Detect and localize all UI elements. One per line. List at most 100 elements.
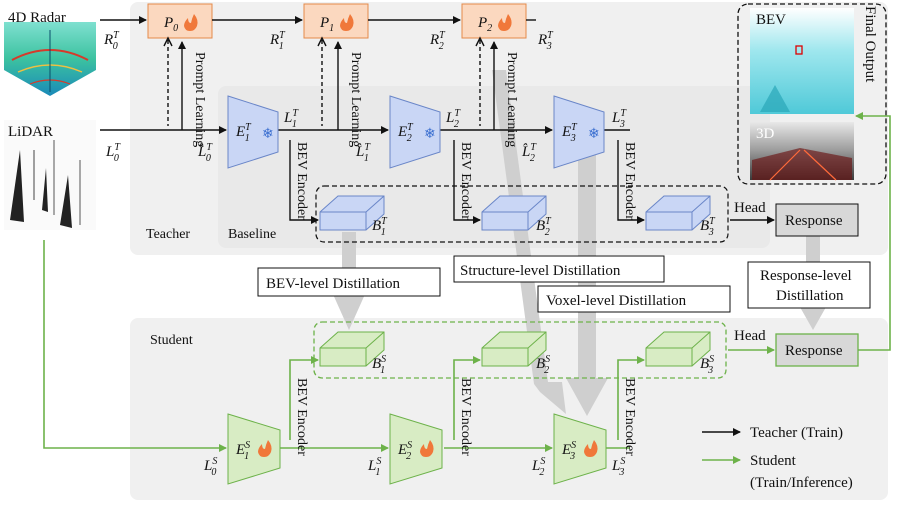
radar-label: 4D Radar (8, 10, 66, 26)
svg-text:L̂T1: L̂T1 (355, 142, 371, 164)
snowflake-icon: ❄ (424, 127, 436, 142)
structure-level-label: Structure-level Distillation (460, 263, 621, 279)
student-bev-encoder-labels: BEV Encoder BEV Encoder BEV Encoder (294, 378, 637, 456)
baseline-label: Baseline (228, 227, 276, 242)
teacher-head-label: Head (734, 200, 766, 216)
svg-text:L̂T0: L̂T0 (197, 142, 213, 164)
svg-text:RT0: RT0 (103, 30, 120, 52)
svg-text:LT0: LT0 (105, 142, 121, 164)
teacher-bev-group (315, 185, 729, 243)
radar-image: 4D Radar (4, 4, 96, 96)
threed-output-label: 3D (756, 126, 775, 142)
svg-text:LS3: LS3 (611, 456, 625, 478)
student-flow (43, 112, 891, 452)
svg-text:Prompt Learning: Prompt Learning (192, 52, 207, 147)
svg-text:LT1: LT1 (283, 108, 299, 130)
svg-text:ET2: ET2 (397, 122, 414, 144)
svg-text:LS0: LS0 (203, 456, 217, 478)
svg-text:ET1: ET1 (235, 122, 252, 144)
svg-text:RT1: RT1 (269, 30, 286, 52)
student-response-box (775, 333, 859, 367)
svg-text:BT1: BT1 (372, 216, 388, 238)
flame-icon (340, 14, 354, 31)
prompt-2-label: P (477, 15, 487, 31)
flame-icon (498, 14, 512, 31)
bev-level-label: BEV-level Distillation (266, 276, 401, 292)
svg-text:BT3: BT3 (700, 216, 716, 238)
prompt-0-label: P (163, 15, 173, 31)
voxel-level-label: Voxel-level Distillation (546, 293, 687, 309)
final-output-title: Final Output (862, 6, 878, 83)
svg-text:ET3: ET3 (561, 122, 578, 144)
distillation-labels: BEV-level Distillation Structure-level D… (257, 255, 871, 313)
svg-text:P2: P2 (477, 15, 492, 34)
svg-text:LT2: LT2 (445, 108, 461, 130)
flame-icon (420, 440, 434, 457)
svg-text:RT2: RT2 (429, 30, 446, 52)
svg-text:LT3: LT3 (611, 108, 627, 130)
svg-text:BS3: BS3 (700, 354, 714, 376)
svg-text:BT2: BT2 (536, 216, 552, 238)
teacher-encoder-1 (227, 95, 279, 169)
svg-text:LS2: LS2 (531, 456, 545, 478)
svg-text:ES1: ES1 (235, 440, 250, 462)
svg-text:BEV Encoder: BEV Encoder (458, 378, 473, 456)
svg-text:BEV Encoder: BEV Encoder (622, 378, 637, 456)
teacher-response-label: Response (785, 213, 843, 229)
svg-text:ES3: ES3 (561, 440, 576, 462)
svg-text:L̂T2: L̂T2 (521, 142, 537, 164)
svg-text:BS2: BS2 (536, 354, 550, 376)
snowflake-icon: ❄ (262, 127, 274, 142)
svg-text:BEV Encoder: BEV Encoder (458, 142, 473, 220)
flame-icon (584, 440, 598, 457)
prompt-learning-labels: Prompt Learning Prompt Learning Prompt L… (192, 52, 519, 147)
final-output-panel: BEV 3D Final Output (737, 3, 887, 185)
lidar-label: LiDAR (8, 124, 53, 140)
prompt-box-2 (461, 3, 527, 39)
prompt-box-0 (147, 3, 213, 39)
svg-text:BEV Encoder: BEV Encoder (294, 378, 309, 456)
svg-text:BS1: BS1 (372, 354, 386, 376)
teacher-main-flow (100, 126, 775, 224)
svg-text:LS1: LS1 (367, 456, 381, 478)
student-bev-group (313, 321, 727, 379)
svg-text:BEV Encoder: BEV Encoder (294, 142, 309, 220)
flame-icon (258, 440, 272, 457)
teacher-section-label: Teacher (146, 227, 190, 242)
voxel-distill-arrow (566, 150, 608, 416)
svg-text:Distillation: Distillation (776, 288, 844, 304)
prompt-1-label: P (319, 15, 329, 31)
teacher-bev-encoder-labels: BEV Encoder BEV Encoder BEV Encoder (294, 142, 637, 220)
radar-flow (100, 16, 536, 130)
prompt-box-1 (303, 3, 369, 39)
bev-output-image (750, 8, 854, 114)
student-response-label: Response (785, 343, 843, 359)
teacher-response-box (775, 203, 859, 237)
student-section-label: Student (150, 333, 193, 348)
teacher-encoder-2 (389, 95, 441, 169)
student-head-label: Head (734, 328, 766, 344)
svg-text:Prompt Learning: Prompt Learning (504, 52, 519, 147)
bev-output-label: BEV (756, 12, 786, 28)
svg-text:ES2: ES2 (397, 440, 412, 462)
response-level-label: Response-level (760, 268, 852, 284)
legend-student: Student (750, 453, 797, 469)
svg-text:RT3: RT3 (537, 30, 554, 52)
prompt-boxes: P0 P1 P2 (147, 3, 527, 39)
svg-text:(Train/Inference): (Train/Inference) (750, 475, 853, 491)
legend: Teacher (Train) Student (Train/Inference… (702, 425, 853, 491)
svg-text:BEV Encoder: BEV Encoder (622, 142, 637, 220)
snowflake-icon: ❄ (588, 127, 600, 142)
teacher-encoder-3 (553, 95, 605, 169)
legend-teacher: Teacher (Train) (750, 425, 843, 441)
svg-text:Prompt Learning: Prompt Learning (348, 52, 363, 147)
